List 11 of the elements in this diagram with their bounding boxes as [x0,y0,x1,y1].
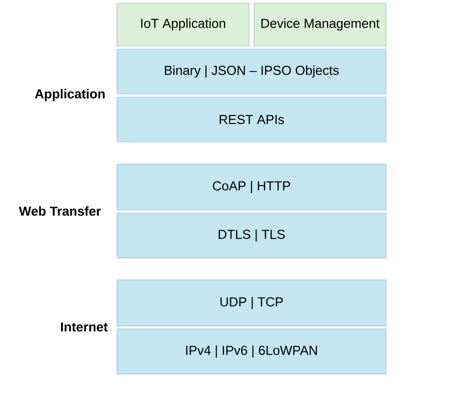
stack-layer-box: Device Management [254,2,386,46]
stack-layer-box: REST APIs [116,96,386,142]
stack-layer-box: IoT Application [116,2,250,46]
stack-layer-box: Binary | JSON – IPSO Objects [116,48,386,94]
stack-layer-box: IPv4 | IPv6 | 6LoWPAN [116,328,386,374]
layer-label: Application [34,88,105,102]
stack-layer-box: CoAP | HTTP [116,164,386,210]
layer-label: Web Transfer [18,206,101,216]
layer-label: Internet [61,322,108,332]
stack-layer-box: DTLS | TLS [116,212,386,258]
stack-layer-box: UDP | TCP [116,280,386,326]
